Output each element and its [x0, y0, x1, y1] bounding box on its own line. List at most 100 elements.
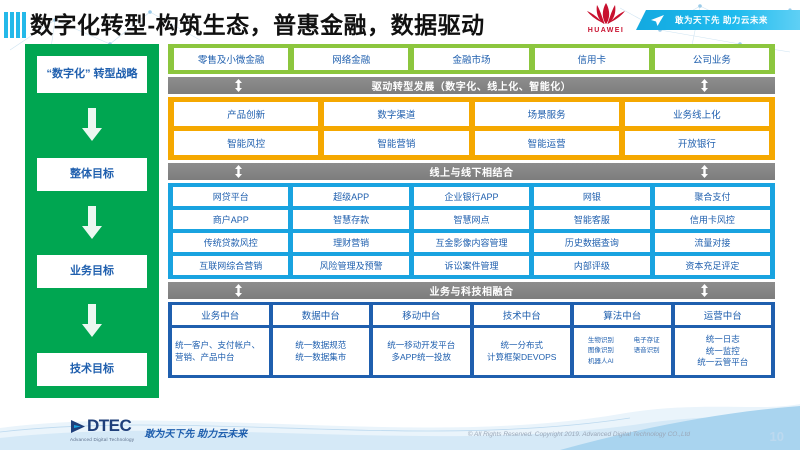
dtec-tagline: Advanced Digital Technology [70, 437, 135, 442]
vertical-double-arrow-icon [235, 79, 242, 92]
algorithm-tag-robot-ai: 机器人AI [588, 357, 614, 365]
vertical-double-arrow-icon [235, 165, 242, 178]
footer-wave-decoration [0, 404, 800, 450]
sidebar-item-label: 整体目标 [70, 167, 114, 180]
vertical-double-arrow-icon [235, 284, 242, 297]
dtec-logo-main: DTEC [70, 416, 134, 436]
app-historical-data-query: 历史数据查询 [534, 233, 650, 252]
accent-bar-decoration [4, 12, 26, 38]
midplatform-title: 业务中台 [172, 305, 269, 325]
dtec-logo-mark: DTEC Advanced Digital Technology [70, 416, 134, 442]
sidebar-item-tech-goal: 技术目标 [37, 353, 147, 386]
vertical-double-arrow-icon [701, 284, 708, 297]
dtec-wordmark: DTEC [87, 416, 132, 435]
vertical-double-arrow-icon [701, 165, 708, 178]
capability-row: 智能风控 智能营销 智能运营 开放银行 [174, 131, 769, 155]
app-traffic-integration: 流量对接 [654, 233, 771, 252]
midplatform-title: 运营中台 [674, 305, 771, 325]
divider-business-tech-fusion: 业务与科技相融合 [168, 282, 775, 299]
page-number: 10 [769, 429, 784, 444]
midplatform-data: 数据中台 统一数据规范 统一数据集市 [272, 305, 369, 375]
capability-smart-risk-control: 智能风控 [174, 131, 319, 155]
midplatform-business: 业务中台 统一客户、支付帐户、营销、产品中台 [172, 305, 269, 375]
dtec-logo: DTEC Advanced Digital Technology 敢为天下先 助… [70, 416, 247, 442]
application-row: 商户APP 智慧存款 智慧网点 智能客服 信用卡风控 [173, 210, 771, 229]
down-arrow-glyph [82, 303, 102, 337]
huawei-wordmark: HUAWEI [587, 27, 625, 34]
app-internet-integrated-marketing: 互联网综合营销 [173, 256, 289, 275]
app-image-content-management: 互金影像内容管理 [413, 233, 530, 252]
business-line-band: 零售及小微金融 网络金融 金融市场 信用卡 公司业务 [168, 44, 775, 74]
huawei-flower-icon [587, 3, 625, 24]
algorithm-tag-biometric: 生物识别 [587, 336, 614, 344]
midplatform-algorithm: 算法中台 生物识别 电子存证 图像识别 语音识别 机器人AI [574, 305, 671, 375]
slide-footer: DTEC Advanced Digital Technology 敢为天下先 助… [0, 398, 800, 450]
ribbon-label: 敢为天下先 助力云未来 [675, 15, 768, 25]
midplatform-block: 业务中台 统一客户、支付帐户、营销、产品中台 数据中台 统一数据规范 统一数据集… [168, 302, 775, 378]
midplatform-detail: 统一客户、支付帐户、营销、产品中台 [172, 328, 269, 375]
capability-open-banking: 开放银行 [624, 131, 769, 155]
capability-smart-operation: 智能运营 [474, 131, 619, 155]
capability-row: 产品创新 数字渠道 场景服务 业务线上化 [174, 102, 769, 126]
midplatform-tech: 技术中台 统一分布式 计算框架DEVOPS [473, 305, 570, 375]
business-line-financial-market: 金融市场 [414, 48, 529, 70]
app-smart-branch: 智慧网点 [413, 210, 530, 229]
page-title: 数字化转型-构筑生态，普惠金融，数据驱动 [30, 12, 485, 38]
divider-online-offline: 线上与线下相结合 [168, 163, 775, 180]
midplatform-detail: 生物识别 电子存证 图像识别 语音识别 机器人AI [574, 328, 671, 375]
down-arrow-icon-1 [81, 93, 103, 158]
midplatform-title: 技术中台 [473, 305, 570, 325]
app-capital-adequacy-assessment: 资本充足评定 [654, 256, 771, 275]
app-litigation-case-management: 诉讼案件管理 [413, 256, 530, 275]
slogan-ribbon: 敢为天下先 助力云未来 [636, 10, 800, 30]
midplatform-detail: 统一移动开发平台 多APP统一投放 [373, 328, 470, 375]
strategy-sidebar: “数字化” 转型战略 整体目标 业务目标 技术目标 [25, 44, 159, 398]
midplatform-operation: 运营中台 统一日志 统一监控 统一云管平台 [674, 305, 771, 375]
application-row: 传统贷款风控 理财营销 互金影像内容管理 历史数据查询 流量对接 [173, 233, 771, 252]
app-wealth-marketing: 理财营销 [293, 233, 409, 252]
midplatform-detail: 统一分布式 计算框架DEVOPS [473, 328, 570, 375]
capability-business-online: 业务线上化 [624, 102, 769, 126]
huawei-logo: HUAWEI [578, 2, 634, 38]
main-content: 零售及小微金融 网络金融 金融市场 信用卡 公司业务 驱动转型发展（数字化、线上… [168, 44, 775, 398]
business-line-internet-finance: 网络金融 [294, 48, 409, 70]
capability-product-innovation: 产品创新 [174, 102, 319, 126]
divider-label: 线上与线下相结合 [429, 168, 514, 179]
app-merchant-app: 商户APP [173, 210, 289, 229]
app-aggregate-payment: 聚合支付 [654, 187, 771, 206]
midplatform-title: 数据中台 [272, 305, 369, 325]
midplatform-title: 算法中台 [574, 305, 671, 325]
sidebar-item-business-goal: 业务目标 [37, 255, 147, 289]
algorithm-tag-image-recognition: 图像识别 [587, 347, 614, 355]
sidebar-item-label: 技术目标 [70, 363, 114, 376]
app-online-loan-platform: 网贷平台 [173, 187, 289, 206]
dtec-triangle-icon [71, 419, 85, 433]
app-credit-card-risk-control: 信用卡风控 [654, 210, 771, 229]
capability-scenario-service: 场景服务 [474, 102, 619, 126]
midplatform-title: 移动中台 [373, 305, 470, 325]
transformation-capability-block: 产品创新 数字渠道 场景服务 业务线上化 智能风控 智能营销 智能运营 开放银行 [168, 97, 775, 160]
application-block: 网贷平台 超级APP 企业银行APP 网银 聚合支付 商户APP 智慧存款 智慧… [168, 183, 775, 279]
capability-digital-channel: 数字渠道 [324, 102, 469, 126]
divider-label: 业务与科技相融合 [429, 287, 514, 298]
app-super-app: 超级APP [293, 187, 409, 206]
sidebar-item-label: “数字化” 转型战略 [46, 68, 138, 80]
vertical-double-arrow-icon [701, 79, 708, 92]
midplatform-detail: 统一数据规范 统一数据集市 [272, 328, 369, 375]
down-arrow-glyph [82, 108, 102, 142]
sidebar-item-overall-goal: 整体目标 [37, 157, 147, 191]
paper-plane-icon [651, 14, 664, 26]
capability-smart-marketing: 智能营销 [324, 131, 469, 155]
copyright-text: © All Rights Reserved. Copyright 2019. A… [467, 431, 690, 438]
app-traditional-loan-risk: 传统贷款风控 [173, 233, 289, 252]
algorithm-tag-speech-recognition: 语音识别 [633, 347, 660, 355]
app-internal-rating: 内部评级 [534, 256, 650, 275]
slide-header: 数字化转型-构筑生态，普惠金融，数据驱动 HUAWEI 敢为天下先 助力云未来 [0, 0, 800, 42]
app-online-banking: 网银 [534, 187, 650, 206]
app-smart-deposit: 智慧存款 [293, 210, 409, 229]
algorithm-tag-grid: 生物识别 电子存证 图像识别 语音识别 机器人AI [577, 336, 668, 367]
midplatform-mobile: 移动中台 统一移动开发平台 多APP统一投放 [373, 305, 470, 375]
app-risk-management-alert: 风险管理及预警 [293, 256, 409, 275]
business-line-corporate: 公司业务 [654, 48, 770, 70]
